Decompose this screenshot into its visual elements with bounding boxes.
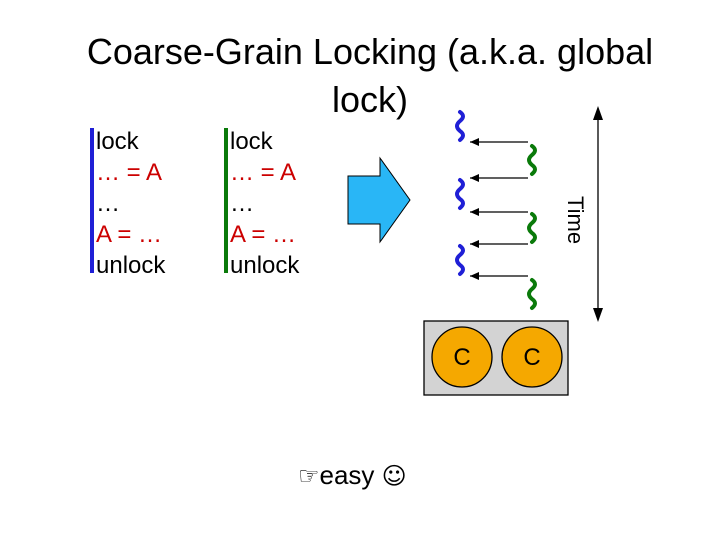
- code-line: … = A: [230, 159, 297, 186]
- thread-squiggle-green: [527, 212, 537, 244]
- pointing-hand-icon: ☞: [298, 462, 320, 490]
- time-label: Time: [563, 196, 588, 245]
- code-block-1-bar: [90, 128, 94, 273]
- thread-squiggle-blue: [455, 110, 465, 142]
- code-block-1: lock … = A … A = … unlock: [90, 126, 166, 281]
- code-block-2-bar: [224, 128, 228, 273]
- code-line: …: [230, 190, 254, 217]
- code-line: …: [96, 190, 120, 217]
- core-2: [501, 326, 563, 388]
- code-block-2: lock … = A … A = … unlock: [224, 126, 300, 281]
- code-line: A = …: [96, 221, 163, 248]
- code-line: unlock: [230, 252, 300, 279]
- thread-squiggle-blue: [455, 178, 465, 210]
- code-line: unlock: [96, 252, 166, 279]
- footer-note: ☞easy ☺: [298, 460, 407, 491]
- code-line: … = A: [96, 159, 163, 186]
- footer-text: easy: [319, 460, 375, 490]
- smiley-icon: ☺: [381, 462, 407, 490]
- thread-squiggle-blue: [455, 244, 465, 276]
- code-line: lock: [230, 128, 273, 155]
- transform-arrow: [347, 156, 411, 244]
- thread-squiggle-green: [527, 144, 537, 176]
- core-2-label: C: [523, 344, 541, 371]
- code-line: lock: [96, 128, 139, 155]
- time-axis-arrowhead-top: [593, 106, 603, 120]
- slide-title: Coarse-Grain Locking (a.k.a. global lock…: [86, 31, 654, 120]
- core-1-label: C: [453, 344, 471, 371]
- core-1: [431, 326, 493, 388]
- code-line: A = …: [230, 221, 297, 248]
- time-axis-arrowhead-bottom: [593, 308, 603, 322]
- thread-squiggle-green: [527, 278, 537, 310]
